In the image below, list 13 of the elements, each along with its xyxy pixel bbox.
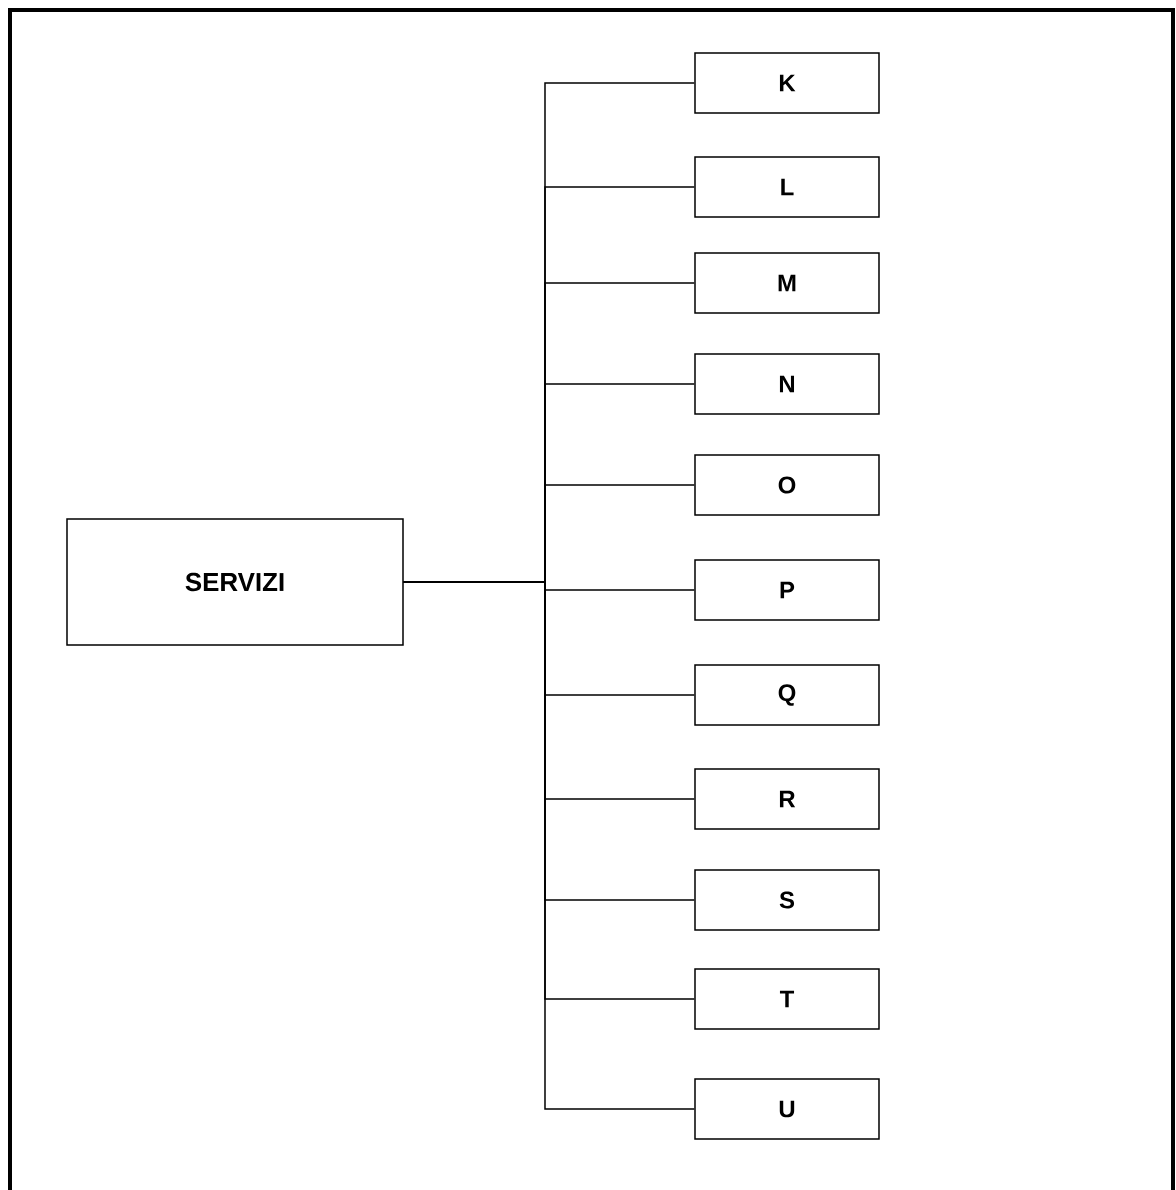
org-box: R <box>694 768 880 830</box>
org-box: S <box>694 869 880 931</box>
org-box: SERVIZI <box>66 518 404 646</box>
org-box: M <box>694 252 880 314</box>
org-box: L <box>694 156 880 218</box>
org-box: O <box>694 454 880 516</box>
org-box: Q <box>694 664 880 726</box>
org-box: U <box>694 1078 880 1140</box>
connector-line <box>403 581 695 1110</box>
org-box: T <box>694 968 880 1030</box>
org-box: N <box>694 353 880 415</box>
org-box: K <box>694 52 880 114</box>
org-box: P <box>694 559 880 621</box>
